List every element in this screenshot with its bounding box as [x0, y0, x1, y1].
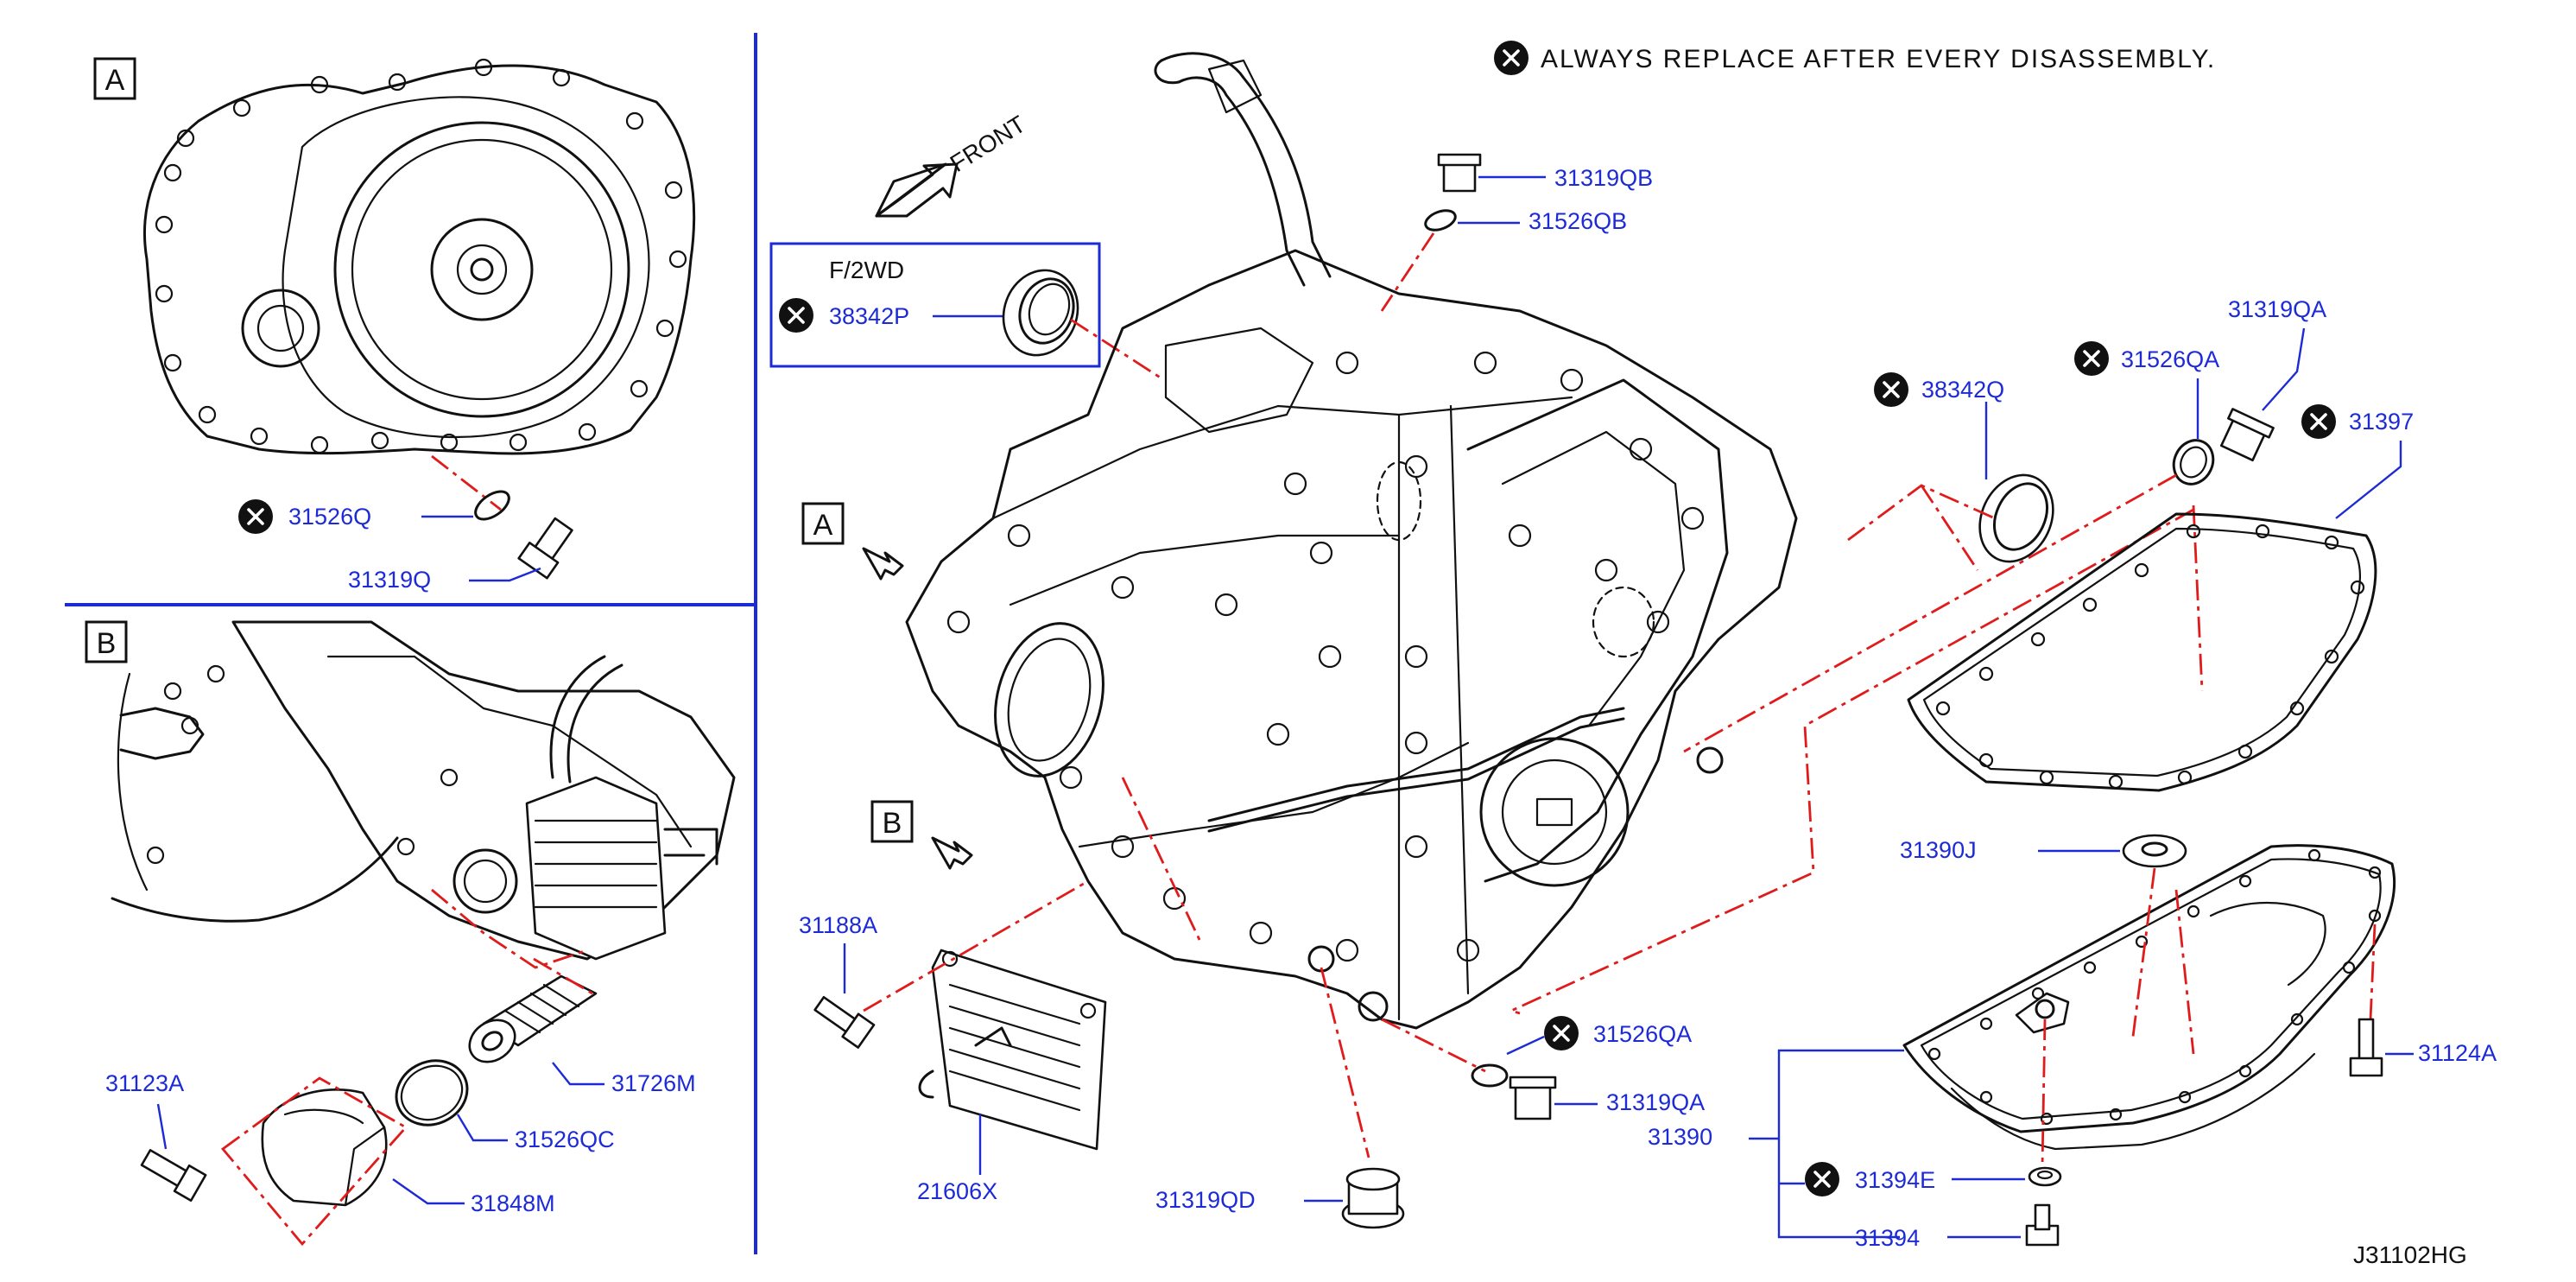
view-a-panel: A 31526Q 31319Q [93, 57, 696, 593]
part-31124a-label: 31124A [2418, 1040, 2497, 1066]
part-31526qc-label: 31526QC [515, 1127, 615, 1152]
part-31526qa-mid-label: 31526QA [1593, 1021, 1692, 1047]
view-b-label: B [97, 627, 117, 660]
gasket-31397: 31397 [1907, 403, 2414, 792]
panel-dividers [65, 33, 757, 1254]
part-31319q-label: 31319Q [348, 567, 431, 593]
part-31319qb-label: 31319QB [1554, 165, 1653, 191]
part-38342p-label: 38342P [829, 303, 909, 329]
part-31394e-label: 31394E [1855, 1167, 1935, 1193]
part-31319qa-mid-label: 31319QA [1606, 1089, 1705, 1115]
oil-cooler-21606x: 21606X 31188A [799, 777, 1202, 1204]
drawing-code: J31102HG [2353, 1241, 2467, 1268]
part-31319qd-label: 31319QD [1155, 1187, 1256, 1213]
front-label: FRONT [946, 111, 1030, 177]
part-31526qa-top-label: 31526QA [2121, 346, 2219, 372]
replace-icon [1872, 371, 1910, 409]
top-plug-group: 31319QB 31526QB [1380, 153, 1653, 312]
part-38342q-label: 38342Q [1921, 377, 2004, 403]
part-31188a-label: 31188A [799, 912, 877, 938]
replace-icon [1803, 1160, 1841, 1198]
lower-plug-group: 31526QA 31319QA 31319QD [1155, 967, 1705, 1229]
replace-icon [777, 296, 815, 334]
replace-icon [237, 498, 275, 536]
part-31848m-label: 31848M [471, 1190, 555, 1216]
part-21606x-label: 21606X [917, 1178, 997, 1204]
part-31390-label: 31390 [1648, 1124, 1712, 1150]
part-31123a-label: 31123A [105, 1070, 184, 1096]
right-seal-group: 38342Q 31526QA 31319QA [1508, 296, 2326, 1015]
f2wd-inset: F/2WD 38342P [769, 242, 1162, 380]
replace-icon [2073, 340, 2111, 378]
part-31319qa-top-label: 31319QA [2228, 296, 2326, 322]
replace-note: ALWAYS REPLACE AFTER EVERY DISASSEMBLY. [1492, 39, 2216, 77]
view-a-marker: A [813, 509, 833, 542]
part-31526q-label: 31526Q [288, 504, 371, 530]
x-circle-icon [1492, 39, 1530, 77]
view-b-panel: B [85, 620, 736, 1247]
part-31397-label: 31397 [2349, 409, 2414, 435]
front-direction: FRONT [875, 111, 1030, 218]
part-31394-label: 31394 [1855, 1225, 1920, 1251]
transaxle-case [905, 52, 1798, 1030]
part-31726m-label: 31726M [611, 1070, 696, 1096]
replace-note-text: ALWAYS REPLACE AFTER EVERY DISASSEMBLY. [1541, 45, 2216, 73]
replace-icon [1542, 1014, 1580, 1052]
view-b-marker: B [883, 807, 902, 840]
part-31526qb-label: 31526QB [1529, 208, 1627, 234]
replace-icon [2300, 403, 2338, 441]
oil-pan-31390: 31390J 31124A 31390 [1648, 834, 2497, 1251]
inset-title: F/2WD [829, 257, 904, 283]
part-31390j-label: 31390J [1900, 837, 1977, 863]
view-a-label: A [105, 64, 125, 97]
view-arrows: A B [801, 502, 973, 870]
